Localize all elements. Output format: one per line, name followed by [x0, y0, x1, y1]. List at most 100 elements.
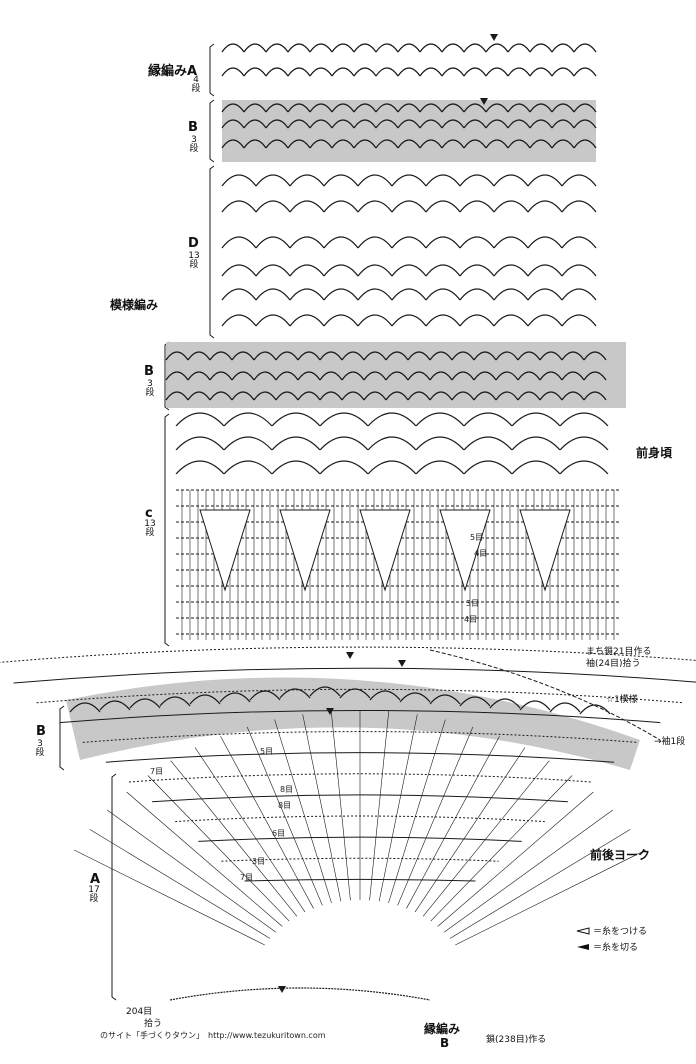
scallop [375, 67, 399, 77]
scallop [297, 371, 321, 381]
scallop [441, 139, 465, 149]
scallop [221, 67, 245, 77]
label-pickup: 拾う [144, 1019, 163, 1029]
fan [255, 200, 291, 213]
scallop [507, 139, 531, 149]
fan [323, 174, 359, 187]
scallop [319, 391, 343, 401]
scallop [529, 139, 553, 149]
scallop [441, 43, 465, 53]
fan [561, 288, 597, 301]
pineapple-motif [279, 509, 331, 592]
scallop [397, 67, 421, 77]
scallop [441, 103, 465, 113]
fan [463, 460, 513, 475]
scallop [429, 371, 453, 381]
fan [459, 264, 495, 277]
scallop [353, 119, 377, 129]
fan [357, 288, 393, 301]
scallop [129, 698, 161, 709]
scallop [429, 391, 453, 401]
scallop [495, 351, 519, 361]
yoke-stitch [422, 760, 550, 917]
scallop [297, 391, 321, 401]
fan [221, 264, 257, 277]
yoke-stitch [170, 760, 298, 917]
yoke-row [221, 857, 499, 862]
fan [493, 236, 529, 249]
fan [527, 200, 563, 213]
scallop [407, 371, 431, 381]
label-b-mid: B [144, 364, 154, 379]
yoke-row [13, 667, 696, 684]
yoke-stitch [406, 736, 500, 909]
row-mark: 8目 [278, 801, 292, 810]
scallop [309, 67, 333, 77]
scallop [397, 43, 421, 53]
scallop [187, 351, 211, 361]
scallop [375, 103, 399, 113]
scallop [243, 43, 267, 53]
scallop [397, 139, 421, 149]
fan [391, 236, 427, 249]
fan [463, 412, 513, 427]
cut-marker [398, 660, 406, 667]
scallop [397, 119, 421, 129]
yoke-stitch [147, 775, 290, 922]
label-front-body: 前身頃 [636, 446, 673, 460]
fan [493, 264, 529, 277]
row-mark: 7目 [150, 767, 164, 776]
scallop [507, 67, 531, 77]
sleeve-line [429, 649, 661, 741]
scallop [309, 103, 333, 113]
fan [559, 460, 609, 475]
scallop [219, 692, 251, 703]
scallop [529, 43, 553, 53]
pineapple-motif [199, 509, 251, 592]
fan [357, 174, 393, 187]
fan [511, 460, 561, 475]
fan [271, 436, 321, 451]
label-pattern: 模様編み [110, 298, 159, 312]
fan [425, 174, 461, 187]
scallop [279, 688, 311, 699]
fan [511, 436, 561, 451]
fan [425, 314, 461, 327]
scallop [507, 43, 531, 53]
fan [561, 236, 597, 249]
fan [221, 174, 257, 187]
fan [367, 436, 417, 451]
scallop [451, 351, 475, 361]
scallop [275, 391, 299, 401]
scallop [253, 391, 277, 401]
fan [367, 412, 417, 427]
fan [175, 412, 225, 427]
scallop [399, 692, 431, 703]
scallop [331, 103, 355, 113]
fan [357, 200, 393, 213]
fan [223, 436, 273, 451]
fan [255, 314, 291, 327]
label-rows-3-mid: 3段 [145, 379, 155, 398]
section-bracket [59, 705, 65, 771]
fan [415, 412, 465, 427]
scallop [187, 371, 211, 381]
filled-triangle-icon [577, 943, 589, 950]
scallop [353, 103, 377, 113]
scallop [551, 103, 575, 113]
scallop [419, 43, 443, 53]
scallop [397, 103, 421, 113]
fan [175, 436, 225, 451]
pineapple-motif [439, 509, 491, 592]
label-edge-b-1: 縁編み [424, 1022, 461, 1036]
scallop [231, 391, 255, 401]
yoke-stitch [414, 747, 526, 913]
section-bracket [209, 99, 215, 163]
fan [559, 436, 609, 451]
row-mark: 4目 [474, 549, 488, 558]
fan [255, 264, 291, 277]
row-mark: 3目 [466, 599, 480, 608]
label-d: D [188, 236, 199, 251]
scallop [221, 119, 245, 129]
